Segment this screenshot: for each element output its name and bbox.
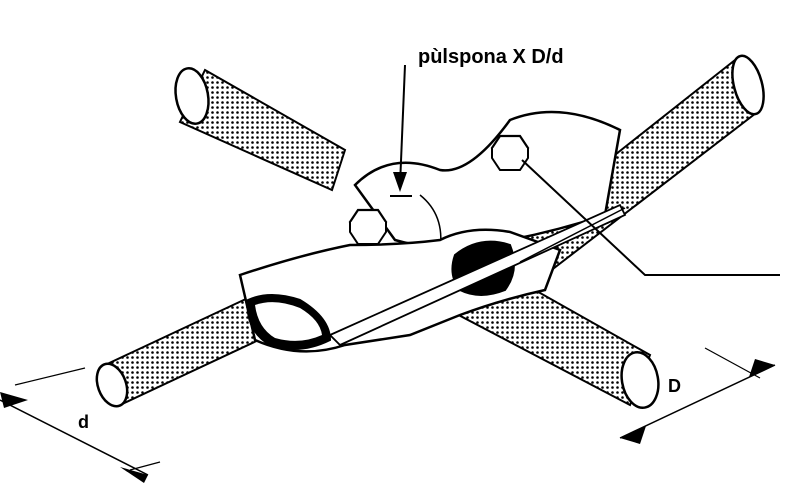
bolt-right [490,134,530,171]
bolt-left [348,208,388,245]
clamp-body [238,110,627,353]
right-leader-line [521,159,780,276]
dimension-d [0,367,161,483]
callout-leader [390,64,412,197]
dimension-d-label: d [78,412,89,432]
dimension-D [619,347,776,444]
dimension-D-label: D [668,376,681,396]
callout-label: pùlspona X D/d [418,46,564,68]
